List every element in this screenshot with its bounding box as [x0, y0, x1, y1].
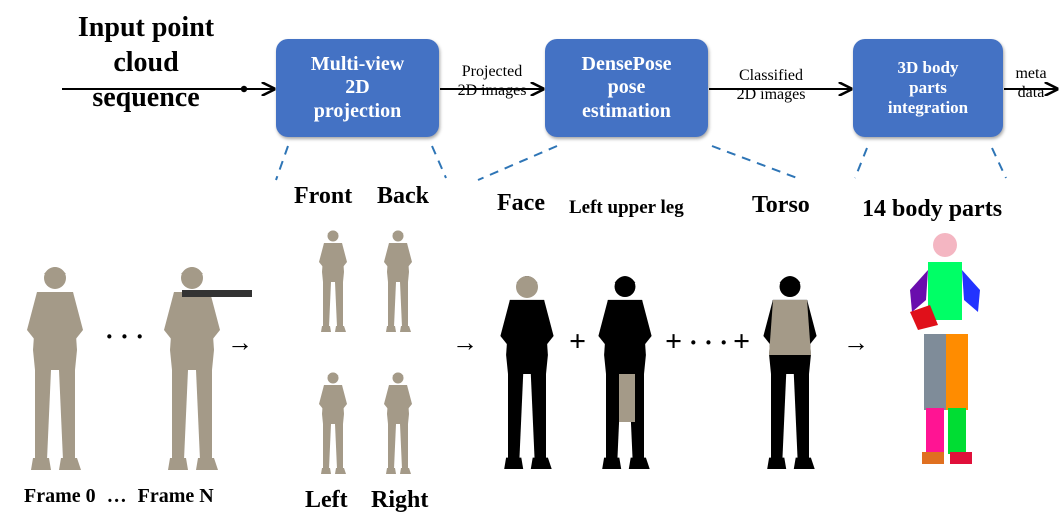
densepose-box-line1: DensePose [581, 52, 672, 75]
projection-box-line2: 2D [345, 76, 370, 99]
plus-sign-2: + [665, 325, 683, 358]
body-parts-figure [910, 233, 980, 464]
face-label: Face [497, 190, 545, 216]
input-label: Input point cloud sequence [58, 10, 234, 115]
integration-box-line3: integration [887, 98, 969, 118]
plus-dots: · · · [689, 328, 729, 357]
projection-box: Multi-view 2D projection [276, 39, 439, 137]
projected-label: Projected 2D images [441, 62, 543, 100]
view-right-figure [384, 372, 412, 474]
frame-0-label: Frame 0 [24, 485, 96, 507]
integration-box-line1: 3D body [897, 57, 959, 77]
view-back-label: Back [377, 183, 430, 209]
arrow-views-to-densepose: → [452, 328, 478, 357]
input-label-line2: cloud [113, 47, 179, 78]
left-upper-leg-silhouette [598, 276, 652, 469]
densepose-box-line3: estimation [582, 99, 671, 122]
input-label-line3: sequence [92, 82, 200, 113]
frame-n-label: Frame N [137, 485, 214, 507]
torso-highlight [769, 300, 811, 355]
projection-box-line1: Multi-view [310, 52, 405, 75]
view-back-figure [384, 230, 412, 332]
arrow-frames-to-views: → [227, 328, 253, 357]
dash-projection-right [431, 145, 447, 179]
projected-label-line1: Projected [461, 63, 523, 80]
dash-integration-right [991, 147, 1007, 179]
classified-label: Classified 2D images [716, 66, 826, 104]
densepose-box-line2: pose [607, 76, 646, 99]
frame-0-figure [27, 267, 83, 470]
view-front-label: Front [294, 183, 353, 209]
dash-integration-left [854, 147, 868, 179]
left-upper-leg-label: Left upper leg [569, 197, 684, 218]
plus-sign-3: + [733, 325, 751, 358]
plus-sign-1: + [569, 325, 587, 358]
frames-caption: Frame 0 … Frame N [24, 485, 214, 508]
face-silhouette [500, 276, 554, 469]
frames-caption-ellipsis: … [106, 485, 127, 507]
densepose-box: DensePose pose estimation [545, 39, 708, 137]
output-label-line1: meta [1015, 65, 1047, 82]
view-front-figure [319, 230, 347, 332]
projection-box-line3: projection [313, 99, 402, 122]
integration-box-line2: parts [909, 77, 947, 97]
classified-label-line2: 2D images [736, 86, 806, 104]
view-right-label: Right [371, 487, 429, 513]
dash-projection-left [275, 145, 289, 181]
input-arrow-dot [240, 85, 248, 93]
torso-label: Torso [752, 192, 810, 218]
body-parts-label: 14 body parts [862, 196, 1003, 222]
classified-label-line1: Classified [739, 67, 803, 84]
projected-label-line2: 2D images [457, 82, 527, 100]
frame-n-figure [164, 267, 252, 470]
input-label-line1: Input point [77, 12, 215, 43]
frame-dots: · · · [105, 322, 145, 351]
integration-box: 3D body parts integration [853, 39, 1003, 137]
view-left-label: Left [305, 487, 348, 513]
dash-densepose-left [477, 145, 558, 181]
face-highlight [516, 276, 538, 298]
upper-leg-highlight [619, 374, 635, 422]
dash-densepose-right [711, 145, 798, 179]
view-left-figure [319, 372, 347, 474]
arrow-densepose-to-result: → [843, 328, 869, 357]
